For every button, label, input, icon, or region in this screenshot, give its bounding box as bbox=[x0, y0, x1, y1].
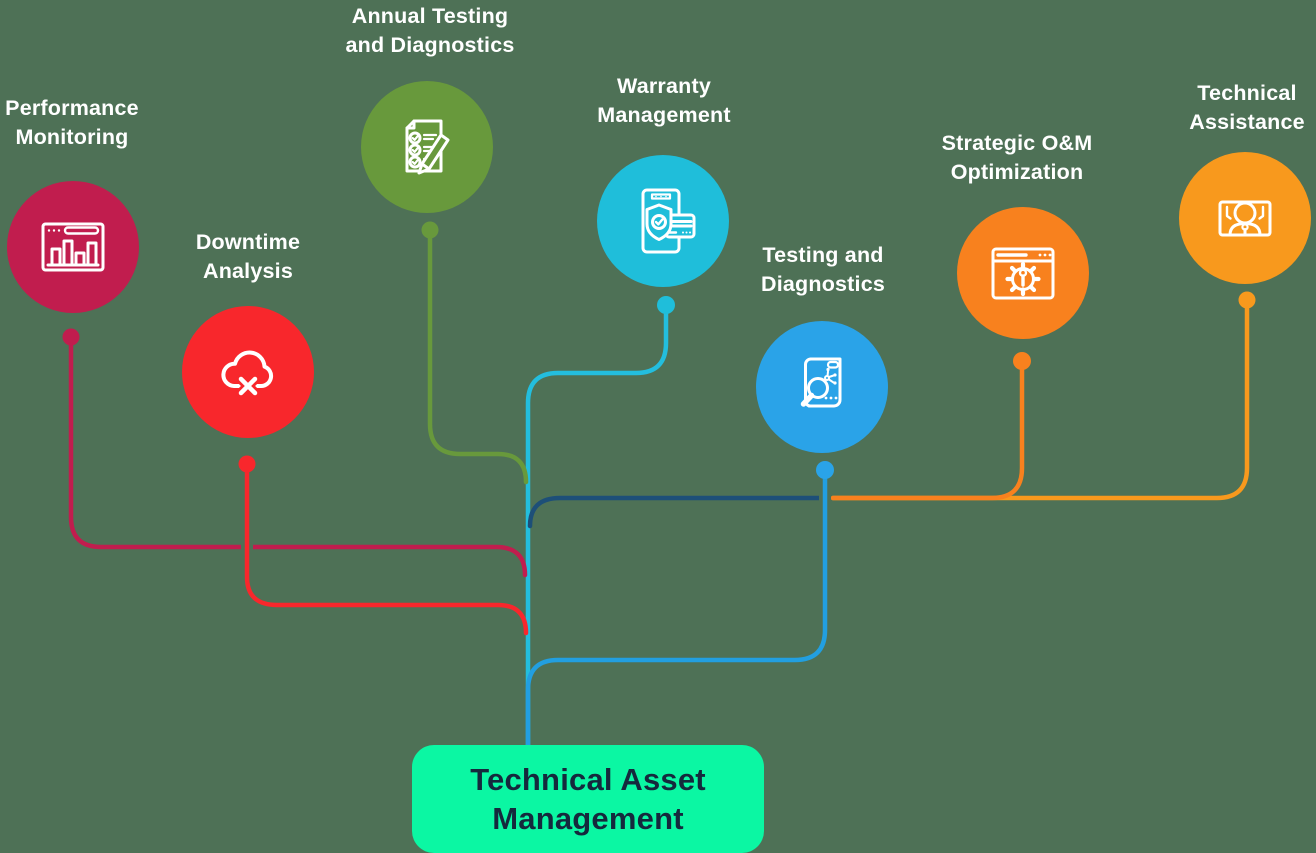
connector-navy-branch bbox=[527, 495, 823, 529]
label-downtime-analysis: Downtime Analysis bbox=[195, 230, 301, 283]
stem-dot-warranty bbox=[657, 296, 675, 314]
gear-browser-icon bbox=[991, 247, 1055, 300]
node-technical-assistance bbox=[1179, 152, 1311, 284]
title-box-line2: Management bbox=[492, 801, 684, 836]
bar-chart-monitor-icon bbox=[41, 222, 105, 272]
connector-warranty-trunk bbox=[525, 302, 669, 748]
stem-dot-technical-assistance bbox=[1238, 291, 1256, 309]
label-technical-assistance: Technical Assistance bbox=[1189, 81, 1305, 134]
label-warranty-management: Warranty Management bbox=[597, 74, 731, 127]
stem-dot-testing-diagnostics bbox=[816, 461, 834, 479]
node-performance-monitoring bbox=[7, 181, 139, 313]
title-box-line1: Technical Asset bbox=[470, 762, 706, 797]
node-testing-diagnostics bbox=[756, 321, 888, 453]
label-annual-testing: Annual Testing and Diagnostics bbox=[345, 4, 515, 57]
label-performance-monitoring: Performance Monitoring bbox=[5, 96, 139, 149]
connector-downtime-analysis bbox=[244, 461, 529, 636]
stem-dot-downtime-analysis bbox=[238, 455, 256, 473]
cloud-error-icon bbox=[221, 350, 274, 398]
label-strategic-om: Strategic O&M Optimization bbox=[941, 131, 1093, 184]
checklist-pencil-icon bbox=[405, 119, 450, 175]
node-annual-testing bbox=[361, 81, 493, 213]
connector-annual-testing bbox=[427, 227, 529, 485]
connector-testing-diagnostics bbox=[525, 467, 828, 748]
connector-technical-assistance bbox=[830, 297, 1250, 501]
support-agent-icon bbox=[1218, 200, 1272, 237]
stem-dot-strategic-om bbox=[1013, 352, 1031, 370]
stem-dot-performance-monitoring bbox=[62, 328, 80, 346]
shield-card-icon bbox=[641, 188, 696, 254]
label-testing-diagnostics: Testing and Diagnostics bbox=[760, 243, 886, 296]
node-warranty-management bbox=[597, 155, 729, 287]
title-box: Technical Asset Management bbox=[412, 745, 764, 853]
stem-dot-annual-testing bbox=[421, 221, 439, 239]
connector-strategic-om bbox=[830, 358, 1025, 501]
connector-performance-monitoring bbox=[68, 334, 528, 578]
node-downtime-analysis bbox=[182, 306, 314, 438]
node-strategic-om bbox=[957, 207, 1089, 339]
document-search-icon bbox=[800, 357, 842, 408]
